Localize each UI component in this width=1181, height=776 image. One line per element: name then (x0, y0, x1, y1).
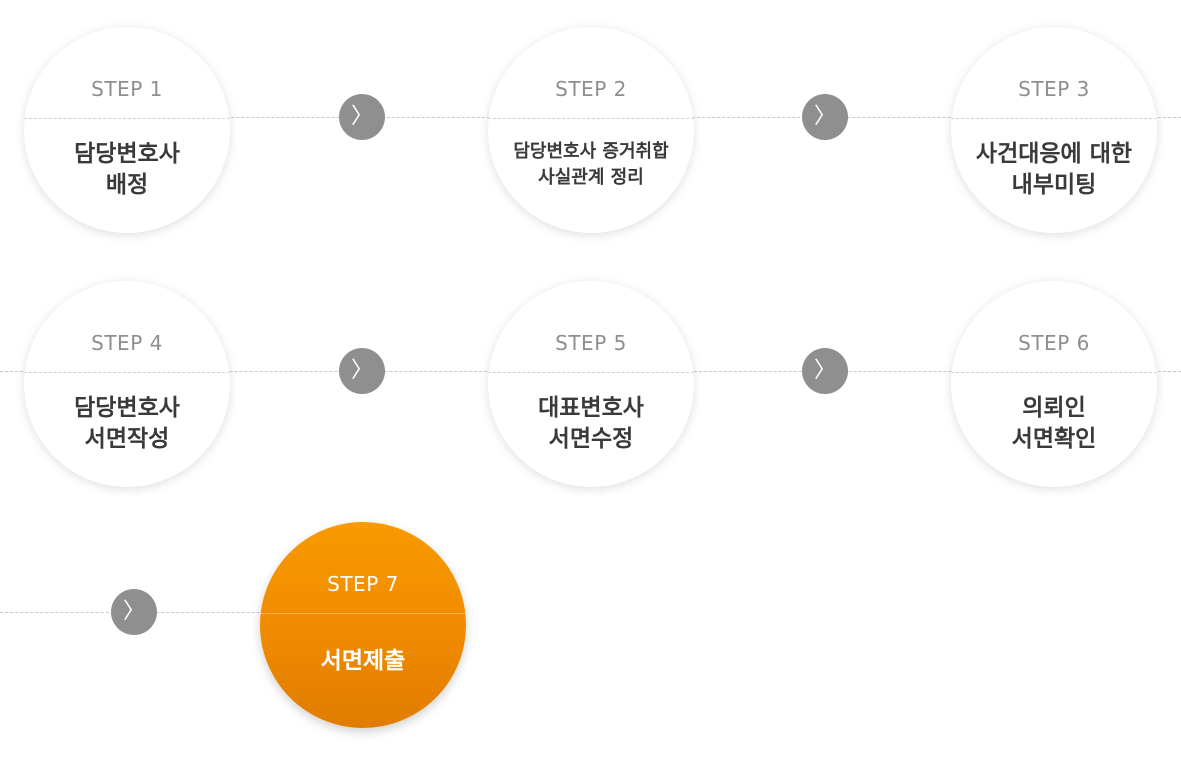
step-3-title: 사건대응에 대한 내부미팅 (951, 139, 1157, 201)
step-2-title: 담당변호사 증거취합 사실관계 정리 (488, 139, 694, 191)
step-6-title-line-1: 의뢰인 (1022, 395, 1086, 421)
step-5-title-line-1: 대표변호사 (538, 395, 644, 421)
chevron-right-icon: 〉 (111, 589, 157, 635)
step-5-circle: STEP 5 대표변호사 서면수정 (488, 281, 694, 487)
chevron-right-icon: 〉 (802, 348, 848, 394)
step-2-label: STEP 2 (555, 77, 627, 101)
step-7-title-line-1: 서면제출 (320, 648, 406, 674)
step-1-label: STEP 1 (91, 77, 163, 101)
step-3-circle: STEP 3 사건대응에 대한 내부미팅 (951, 27, 1157, 233)
step-2-title-line-2: 사실관계 정리 (538, 167, 644, 188)
step-1-circle: STEP 1 담당변호사 배정 (24, 27, 230, 233)
step-7-title: 서면제출 (260, 646, 466, 677)
step-5-label: STEP 5 (555, 331, 627, 355)
step-4-title-line-1: 담당변호사 (74, 395, 180, 421)
chevron-right-icon: 〉 (339, 348, 385, 394)
step-4-label: STEP 4 (91, 331, 163, 355)
step-5-title: 대표변호사 서면수정 (488, 393, 694, 455)
step-6-title-line-2: 서면확인 (1011, 426, 1097, 452)
step-6-circle: STEP 6 의뢰인 서면확인 (951, 281, 1157, 487)
step-3-title-line-1: 사건대응에 대한 (975, 141, 1133, 167)
step-divider (24, 118, 230, 119)
step-1-title-line-1: 담당변호사 (74, 141, 180, 167)
step-7-label: STEP 7 (327, 572, 399, 596)
step-1-title: 담당변호사 배정 (24, 139, 230, 201)
step-4-title: 담당변호사 서면작성 (24, 393, 230, 455)
step-3-title-line-2: 내부미팅 (1011, 172, 1097, 198)
step-4-title-line-2: 서면작성 (84, 426, 170, 452)
step-4-circle: STEP 4 담당변호사 서면작성 (24, 281, 230, 487)
step-divider (260, 613, 466, 614)
chevron-right-icon: 〉 (802, 94, 848, 140)
step-3-label: STEP 3 (1018, 77, 1090, 101)
step-5-title-line-2: 서면수정 (548, 426, 634, 452)
step-divider (488, 118, 694, 119)
step-divider (951, 372, 1157, 373)
step-7-circle: STEP 7 서면제출 (260, 522, 466, 728)
step-divider (24, 372, 230, 373)
step-1-title-line-2: 배정 (105, 172, 149, 198)
step-6-title: 의뢰인 서면확인 (951, 393, 1157, 455)
step-6-label: STEP 6 (1018, 331, 1090, 355)
step-divider (951, 118, 1157, 119)
step-divider (488, 372, 694, 373)
step-2-title-line-1: 담당변호사 증거취합 (513, 141, 669, 162)
step-2-circle: STEP 2 담당변호사 증거취합 사실관계 정리 (488, 27, 694, 233)
chevron-right-icon: 〉 (339, 94, 385, 140)
